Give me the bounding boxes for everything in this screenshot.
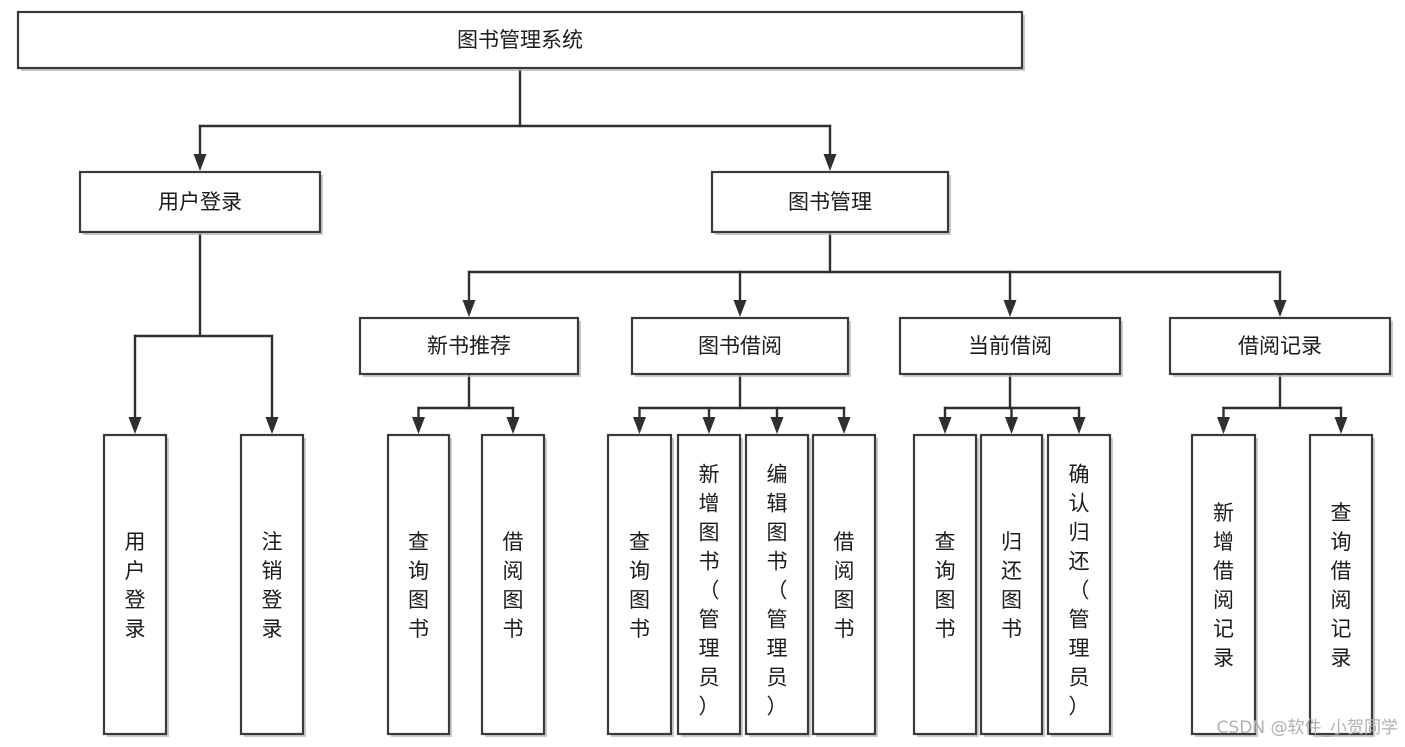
arrow-head-icon: [938, 417, 952, 434]
arrow-head-icon: [1334, 417, 1348, 434]
arrow-head-icon: [265, 417, 279, 434]
level2-node-用户登录-label: 用户登录: [158, 190, 242, 214]
leaf-node-7[interactable]: 借阅图书: [811, 433, 878, 737]
level3-node-借阅记录-label: 借阅记录: [1238, 334, 1322, 358]
leaf-node-2-label: 查询图书: [408, 530, 429, 641]
csdn-watermark: CSDN @软件_小贺同学: [1217, 718, 1398, 738]
leaf-node-4-label: 查询图书: [629, 530, 650, 641]
level3-node-图书借阅-label: 图书借阅: [698, 334, 782, 358]
arrow-head-icon: [770, 417, 784, 434]
connector-lines: [128, 66, 1348, 434]
leaf-node-2[interactable]: 查询图书: [386, 433, 452, 737]
leaf-node-6-label: 编辑图书（管理员）: [767, 463, 788, 719]
leaf-node-5[interactable]: 新增图书（管理员）: [676, 433, 743, 737]
leaf-node-4[interactable]: 查询图书: [606, 433, 674, 737]
leaf-node-9[interactable]: 归还图书: [979, 433, 1045, 737]
leaf-node-1[interactable]: 注销登录: [239, 433, 306, 737]
root-node-图书管理系统[interactable]: 图书管理系统: [16, 10, 1025, 71]
level3-node-图书借阅[interactable]: 图书借阅: [630, 316, 851, 377]
level2-node-图书管理-label: 图书管理: [788, 190, 872, 214]
arrow-head-icon: [128, 417, 142, 434]
arrow-head-icon: [412, 417, 425, 434]
arrow-head-icon: [837, 417, 851, 434]
root-node-图书管理系统-label: 图书管理系统: [457, 28, 583, 52]
level3-node-新书推荐-label: 新书推荐: [427, 334, 511, 358]
leaf-node-7-label: 借阅图书: [834, 530, 855, 641]
leaf-node-10-label: 确认归还（管理员）: [1069, 463, 1090, 719]
leaf-node-12[interactable]: 查询借阅记录: [1308, 433, 1375, 737]
leaf-node-6[interactable]: 编辑图书（管理员）: [744, 433, 811, 737]
arrow-head-icon: [702, 417, 716, 434]
arrow-head-icon: [506, 417, 520, 434]
leaf-node-3-label: 借阅图书: [503, 530, 524, 641]
leaf-node-0[interactable]: 用户登录: [102, 433, 169, 737]
leaf-node-5-label: 新增图书（管理员）: [699, 463, 720, 719]
leaf-node-11-label: 新增借阅记录: [1213, 501, 1234, 670]
leaf-node-12-label: 查询借阅记录: [1331, 501, 1352, 670]
level2-node-用户登录[interactable]: 用户登录: [78, 170, 323, 235]
arrow-head-icon: [1003, 300, 1017, 317]
leaf-node-9-label: 归还图书: [1001, 530, 1022, 641]
leaf-node-1-label: 注销登录: [262, 530, 283, 641]
arrow-head-icon: [1273, 300, 1287, 317]
arrow-head-icon: [823, 154, 837, 171]
arrow-head-icon: [462, 300, 476, 317]
node-boxes: 图书管理系统用户登录图书管理新书推荐图书借阅当前借阅借阅记录用户登录注销登录查询…: [16, 10, 1393, 737]
arrow-head-icon: [1072, 417, 1086, 434]
level3-node-借阅记录[interactable]: 借阅记录: [1168, 316, 1393, 377]
level3-node-新书推荐[interactable]: 新书推荐: [358, 316, 581, 377]
arrow-head-icon: [193, 154, 207, 171]
level3-node-当前借阅[interactable]: 当前借阅: [898, 316, 1123, 377]
level2-node-图书管理[interactable]: 图书管理: [710, 170, 951, 235]
leaf-node-11[interactable]: 新增借阅记录: [1190, 433, 1258, 737]
arrow-head-icon: [1217, 417, 1230, 434]
arrow-head-icon: [733, 300, 747, 317]
leaf-node-8[interactable]: 查询图书: [912, 433, 979, 737]
leaf-node-3[interactable]: 借阅图书: [480, 433, 547, 737]
leaf-node-0-label: 用户登录: [125, 530, 146, 641]
leaf-node-8-label: 查询图书: [935, 530, 956, 641]
leaf-node-10[interactable]: 确认归还（管理员）: [1046, 433, 1113, 737]
arrow-head-icon: [633, 417, 646, 434]
arrow-head-icon: [1005, 417, 1018, 434]
level3-node-当前借阅-label: 当前借阅: [968, 334, 1052, 358]
